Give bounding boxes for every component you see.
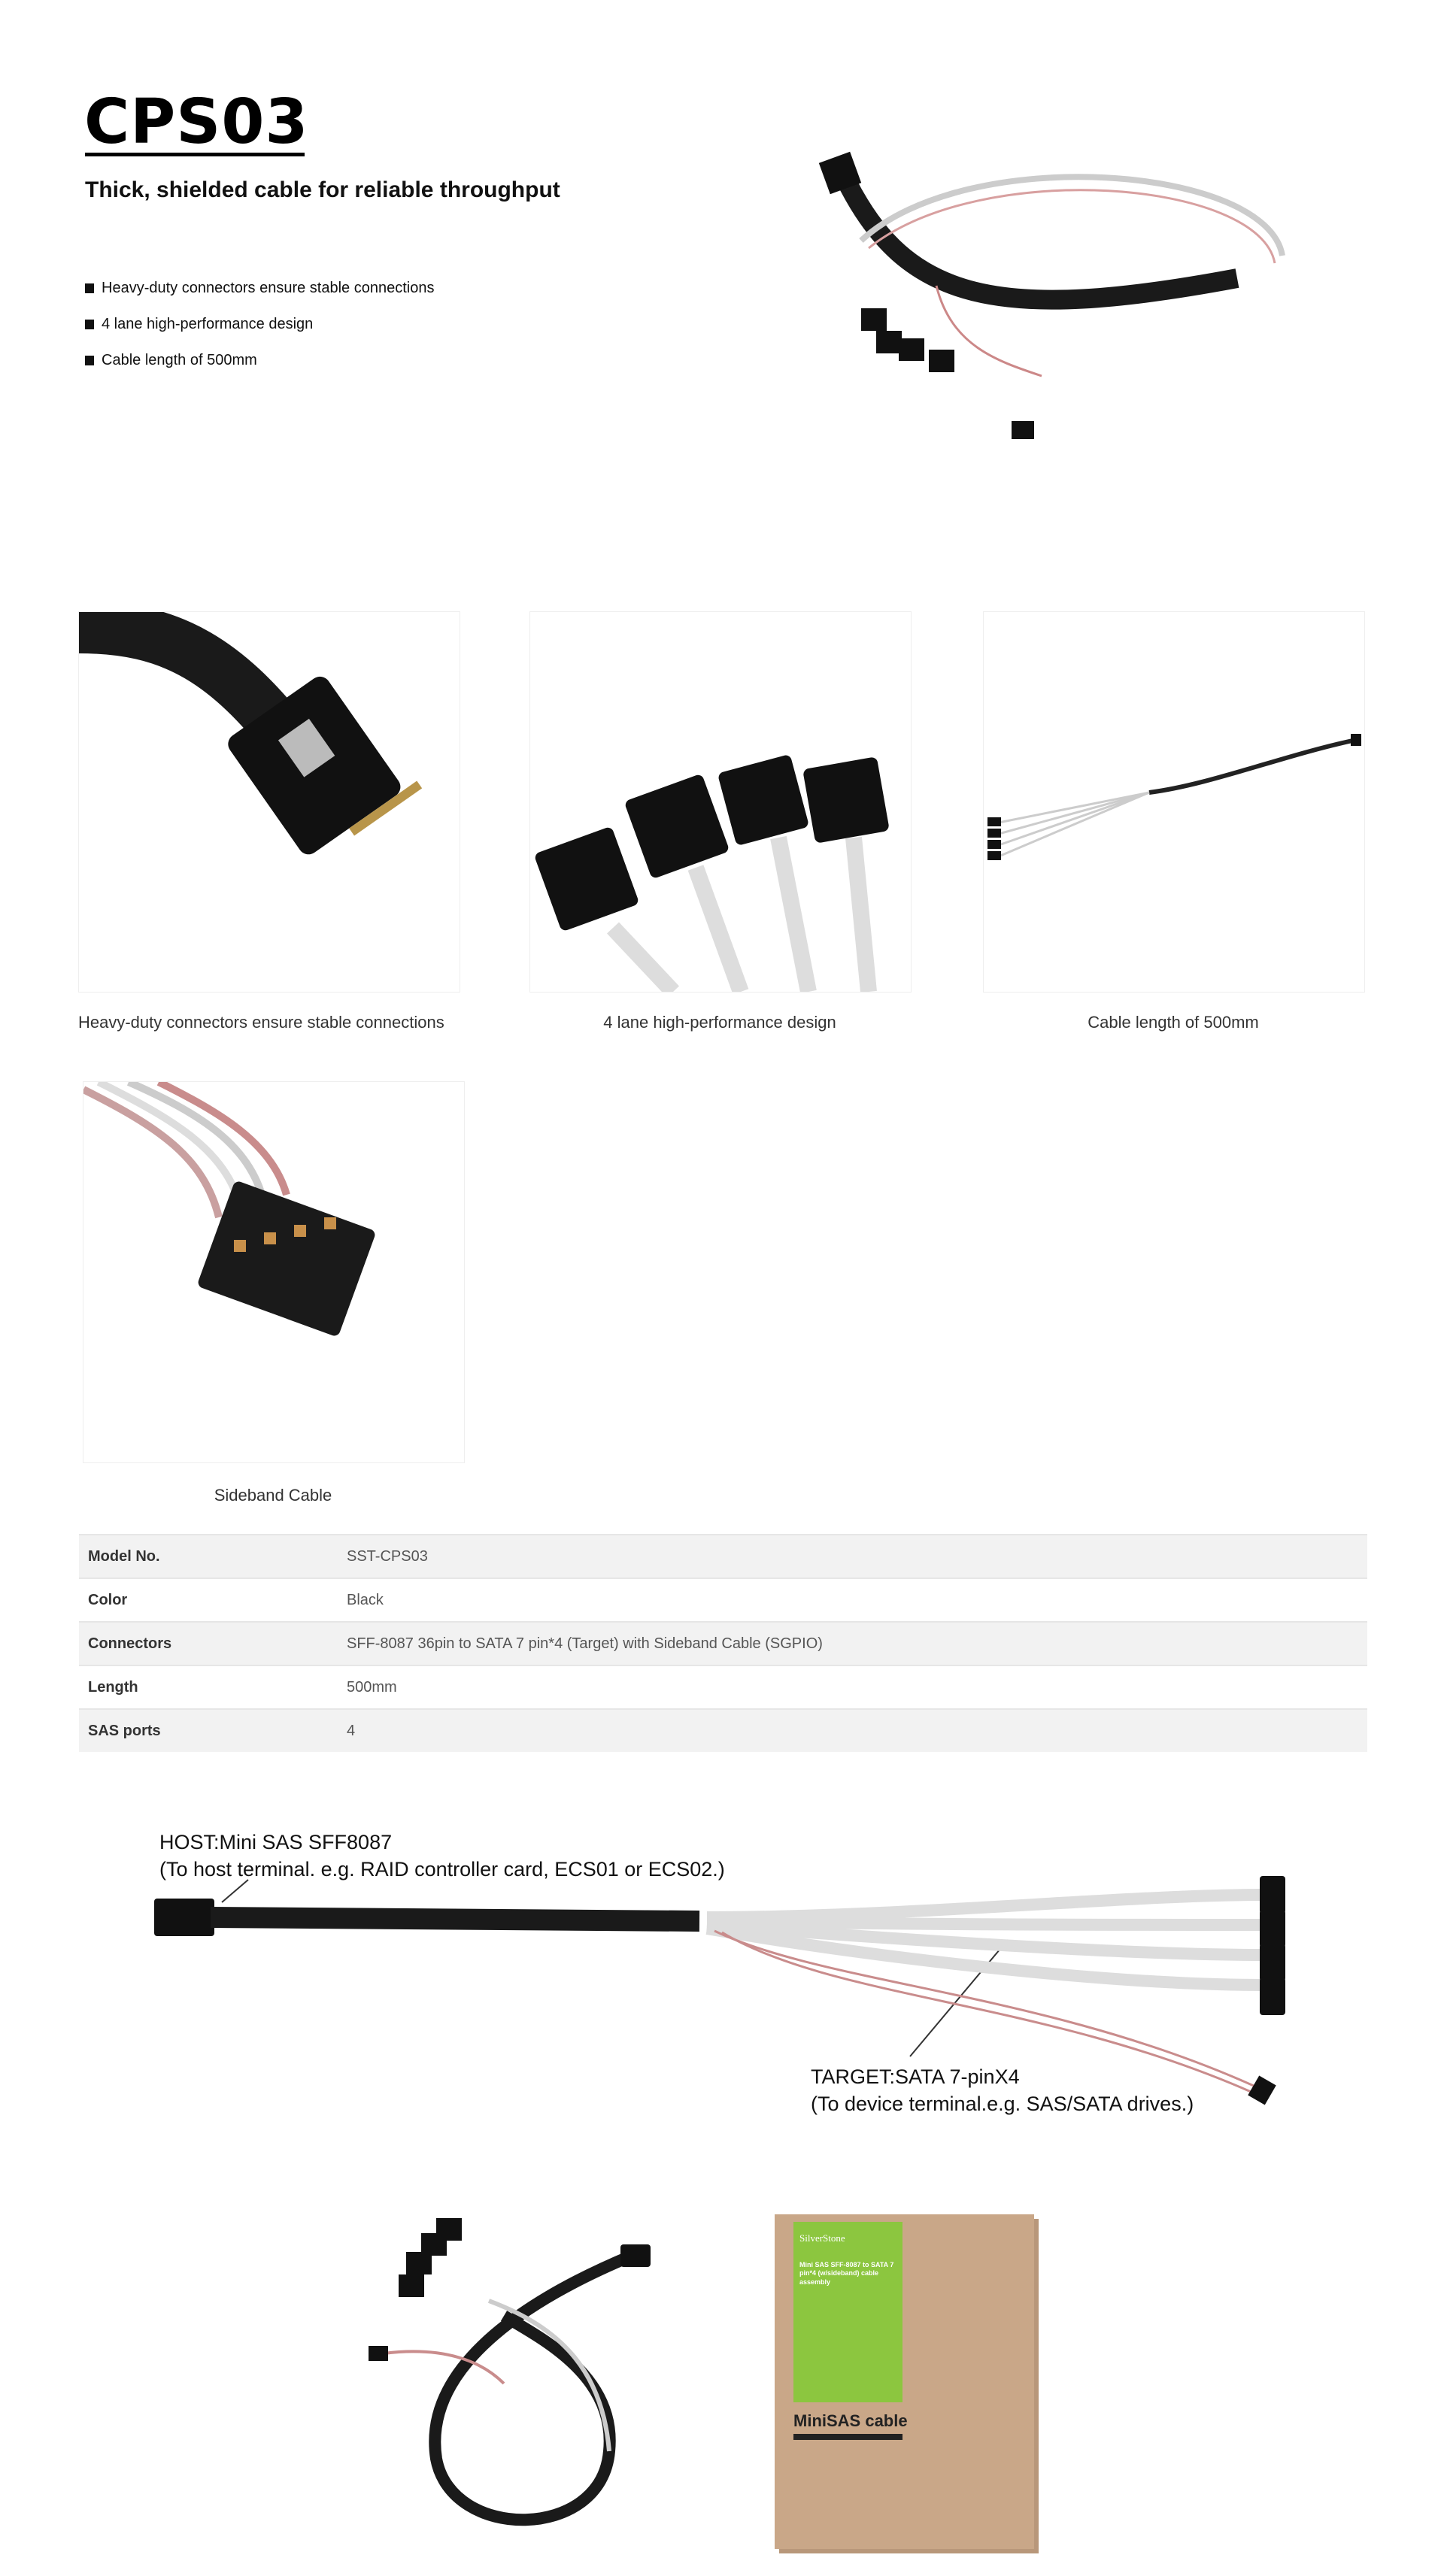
feature-bullet: Cable length of 500mm	[85, 352, 257, 369]
bullet-square-icon	[85, 356, 94, 365]
gallery-caption: Sideband Cable	[214, 1486, 332, 1505]
spec-label: Color	[79, 1577, 338, 1622]
target-label-title: TARGET:SATA 7-pinX4	[811, 2065, 1020, 2088]
feature-bullet: 4 lane high-performance design	[85, 316, 313, 333]
brand-logo: SilverStone	[799, 2232, 845, 2244]
title-underline	[85, 153, 305, 156]
box-label-bar	[793, 2434, 902, 2440]
host-label-title: HOST:Mini SAS SFF8087	[159, 1831, 393, 1853]
target-label-description: (To device terminal.e.g. SAS/SATA drives…	[811, 2093, 1194, 2116]
target-label: TARGET:SATA 7-pinX4 (To device terminal.e…	[811, 2063, 1194, 2118]
product-box-image: SilverStone Mini SAS SFF-8087 to SATA 7 …	[775, 2214, 1034, 2549]
feature-bullet: Heavy-duty connectors ensure stable conn…	[85, 280, 434, 297]
bullet-text: 4 lane high-performance design	[102, 316, 314, 332]
spec-value: 4	[338, 1708, 1367, 1752]
bullet-text: Cable length of 500mm	[102, 352, 257, 368]
gallery-image-cable-length[interactable]	[983, 611, 1365, 993]
spec-value: SFF-8087 36pin to SATA 7 pin*4 (Target) …	[338, 1621, 1367, 1665]
hero-product-image	[818, 151, 1285, 439]
gallery-image-connector[interactable]	[78, 611, 460, 993]
gallery-image-sata-connectors[interactable]	[529, 611, 912, 993]
box-label: MiniSAS cable	[793, 2411, 908, 2430]
spec-value: Black	[338, 1577, 1367, 1622]
gallery-caption: 4 lane high-performance design	[603, 1013, 836, 1032]
cable-diagram-image	[154, 1876, 1285, 2105]
spec-value: SST-CPS03	[338, 1534, 1367, 1578]
bullet-square-icon	[85, 283, 94, 293]
host-label-description: (To host terminal. e.g. RAID controller …	[159, 1858, 725, 1881]
bullet-text: Heavy-duty connectors ensure stable conn…	[102, 280, 435, 296]
gallery-image-sideband[interactable]	[83, 1081, 465, 1463]
box-title: Mini SAS SFF-8087 to SATA 7 pin*4 (w/sid…	[799, 2261, 894, 2286]
gallery-caption: Heavy-duty connectors ensure stable conn…	[78, 1013, 444, 1032]
host-label: HOST:Mini SAS SFF8087 (To host terminal. …	[159, 1829, 725, 1884]
product-title: CPS03	[84, 86, 309, 158]
coiled-cable-image	[369, 2218, 651, 2526]
gallery-caption: Cable length of 500mm	[1088, 1013, 1259, 1032]
bullet-square-icon	[85, 320, 94, 329]
spec-label: SAS ports	[79, 1708, 338, 1752]
spec-label: Model No.	[79, 1534, 338, 1578]
spec-value: 500mm	[338, 1665, 1367, 1709]
product-subtitle: Thick, shielded cable for reliable throu…	[85, 177, 560, 202]
spec-label: Connectors	[79, 1621, 338, 1665]
spec-label: Length	[79, 1665, 338, 1709]
box-green-panel: SilverStone Mini SAS SFF-8087 to SATA 7 …	[793, 2222, 902, 2402]
table-row: Model No.SST-CPS03	[79, 1534, 1367, 1578]
